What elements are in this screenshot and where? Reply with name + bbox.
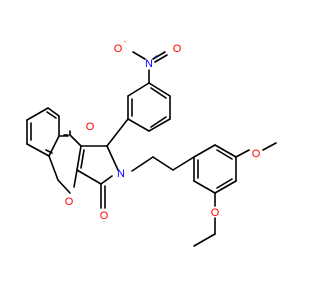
bond xyxy=(106,118,129,147)
bond xyxy=(214,180,237,194)
nitro-group xyxy=(132,51,168,84)
bond xyxy=(132,51,146,60)
bond xyxy=(193,180,216,194)
bond xyxy=(76,145,82,171)
bond xyxy=(76,169,102,185)
methoxy-oxygen-upper: O xyxy=(252,148,261,160)
bond xyxy=(148,82,171,97)
bond xyxy=(106,145,119,171)
bond-inner xyxy=(216,149,233,160)
ketone-oxygen: O xyxy=(86,121,95,133)
bond xyxy=(127,118,150,132)
bond xyxy=(48,155,59,181)
bond xyxy=(57,179,71,194)
bond xyxy=(193,233,216,247)
nitro-oxygen-double: O xyxy=(173,43,182,55)
nitro-oxygen-minus: O xyxy=(114,43,123,55)
chromone-ring xyxy=(48,135,78,194)
bond xyxy=(73,169,78,188)
methoxy-oxygen-lower: O xyxy=(211,207,220,219)
phenethyl-chain xyxy=(131,156,195,172)
bond xyxy=(131,156,154,172)
dimethoxyphenyl-ring xyxy=(193,144,237,194)
carbonyl-groups xyxy=(58,130,106,209)
bond xyxy=(152,156,174,171)
bond-inner xyxy=(150,116,167,128)
pyrrole-ring xyxy=(76,118,129,185)
bond xyxy=(26,143,50,157)
bond-inner xyxy=(216,178,233,189)
nitro-plus-charge: + xyxy=(154,54,158,61)
benzo-ring xyxy=(26,107,60,157)
bond-inner xyxy=(45,149,53,154)
molecule-structure: O - N + O O N O O O O xyxy=(26,39,277,247)
bond xyxy=(214,144,237,158)
lactam-oxygen: O xyxy=(100,210,109,222)
nitro-nitrogen: N xyxy=(145,58,153,70)
bond xyxy=(172,156,195,171)
nitro-minus-charge: - xyxy=(124,39,127,46)
bond-inner xyxy=(150,87,167,99)
bond-inner xyxy=(46,111,57,119)
bond xyxy=(154,54,168,63)
bond xyxy=(100,175,113,185)
bond xyxy=(127,82,150,97)
molecule-canvas: O - N + O O N O O O O xyxy=(26,39,277,247)
bond xyxy=(235,149,250,158)
ring-nitrogen: N xyxy=(117,168,125,180)
bond xyxy=(262,142,277,151)
chromene-oxygen: O xyxy=(65,196,74,208)
bond xyxy=(47,107,60,117)
bond xyxy=(193,144,216,158)
bond xyxy=(148,118,171,132)
bond xyxy=(26,107,49,121)
bond xyxy=(69,134,82,147)
bond-inner xyxy=(80,149,85,169)
methoxy-groups xyxy=(193,142,277,247)
nitrophenyl-ring xyxy=(127,82,171,132)
bond xyxy=(152,51,166,60)
